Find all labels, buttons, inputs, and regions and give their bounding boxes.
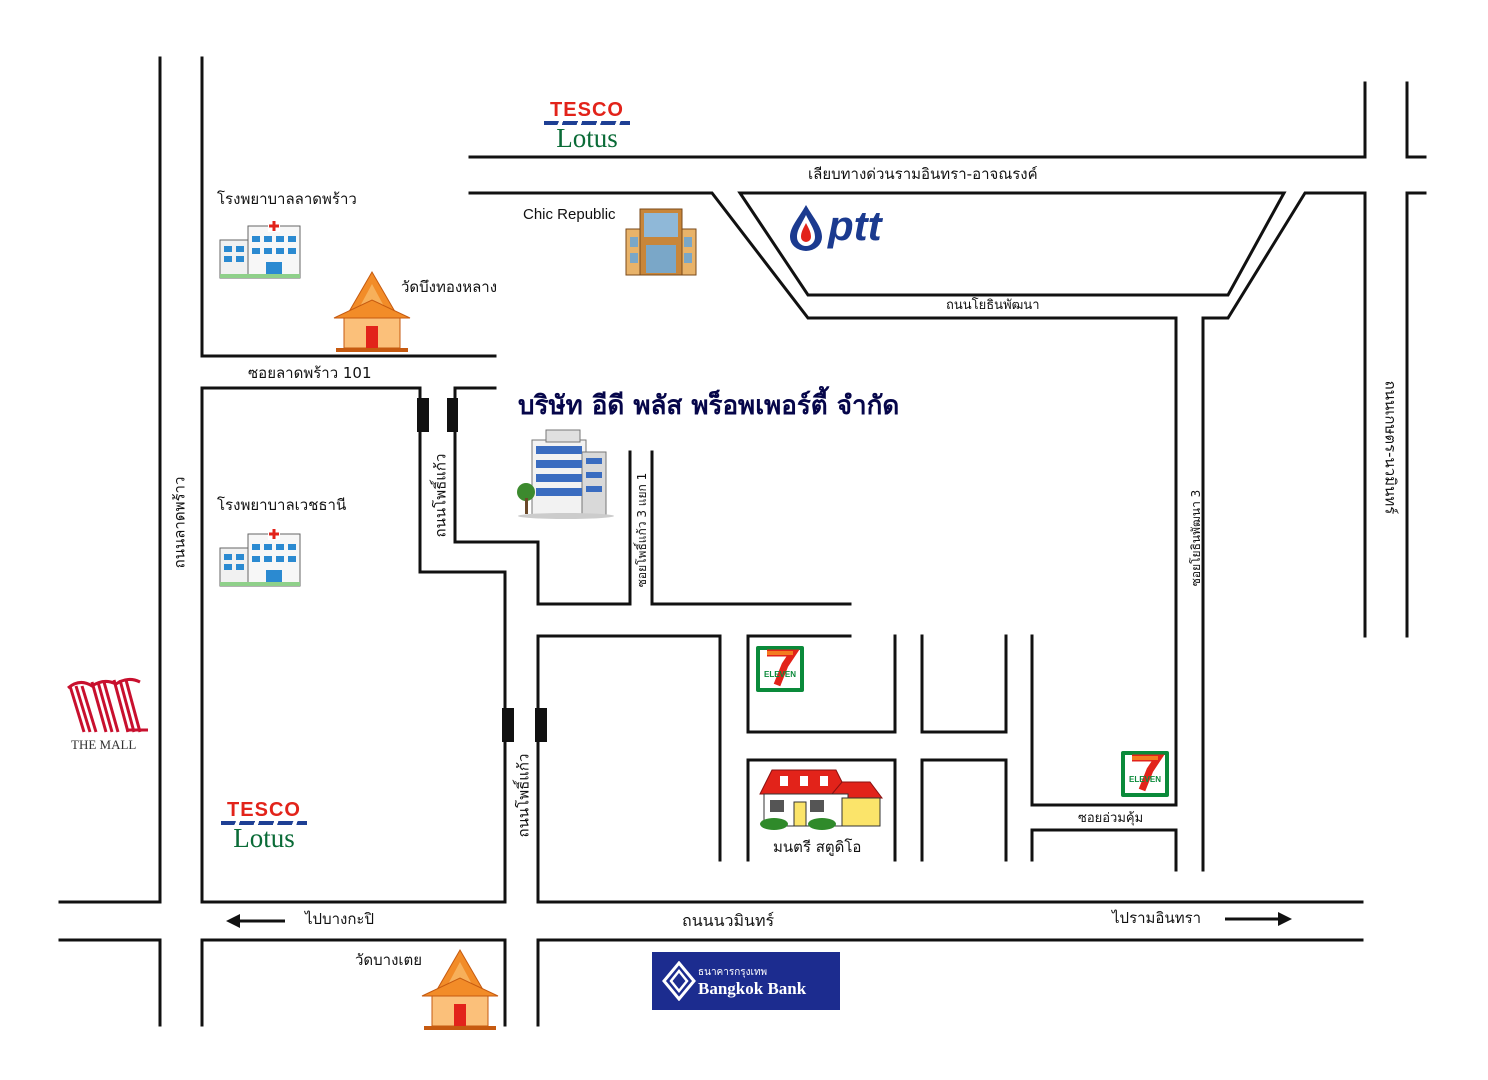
tesco-stripe xyxy=(221,821,307,825)
nawamin-road-label: ถนนนวมินทร์ xyxy=(682,911,775,930)
ptt-text: ptt xyxy=(828,202,882,249)
tesco-text: TESCO xyxy=(550,99,624,121)
phaiphraekaeo-road-label-bottom: ถนนโพธิ์แก้ว xyxy=(514,753,533,838)
the-mall-logo: THE MALL xyxy=(66,676,150,752)
wat-bang-toei-temple-icon xyxy=(420,948,500,1032)
to-bangkapi-label: ไปบางกะปิ xyxy=(305,910,374,928)
to-ramintra-label: ไปรามอินทรา xyxy=(1112,909,1202,927)
lower-blocks xyxy=(536,634,1178,904)
tesco-lotus-logo-top: TESCO Lotus xyxy=(544,99,630,153)
tesco-text: TESCO xyxy=(227,799,301,821)
ptt-drop-icon xyxy=(790,205,822,251)
vejthani-hospital-icon xyxy=(218,528,302,588)
tesco-lotus-logo-bottom: TESCO Lotus xyxy=(221,799,307,853)
bangkok-bank-emblem-icon xyxy=(662,961,696,1001)
arrow-to-bangkapi xyxy=(226,914,285,928)
nawamin-road xyxy=(58,900,1364,942)
bangkok-bank-logo: ธนาคารกรุงเทพ Bangkok Bank xyxy=(652,952,840,1010)
phaiphraekaeo-road-label-top: ถนนโพธิ์แก้ว xyxy=(431,453,450,538)
vejthani-hospital-label: โรงพยาบาลเวชธานี xyxy=(217,496,347,514)
lotus-text: Lotus xyxy=(233,823,295,853)
wat-bueng-thonglang-label: วัดบึงทองหลาง xyxy=(401,278,498,296)
office-building-icon xyxy=(516,428,616,520)
monthri-studio-label: มนตรี สตูดิโอ xyxy=(773,838,862,856)
the-mall-icon xyxy=(67,677,148,733)
ladprao-road-label: ถนนลาดพร้าว xyxy=(170,476,189,569)
kaset-nawamin-road-label: ถนนเกษตร-นวมินทร์ xyxy=(1381,380,1400,515)
chic-republic-label: Chic Republic xyxy=(523,206,616,223)
chic-republic-building-icon xyxy=(624,205,698,277)
seven-eleven-logo-1: ELEVEN xyxy=(755,645,805,693)
yothin-phatthana-road-label: ถนนโยธินพัฒนา xyxy=(946,298,1040,313)
lotus-text: Lotus xyxy=(556,123,618,153)
soi-ladprao-101 xyxy=(200,354,852,1027)
bangkok-bank-english-text: Bangkok Bank xyxy=(698,979,807,998)
monthri-studio-house-icon xyxy=(758,768,884,830)
soi-phokaeo-3-yaek-1-label: ซอยโพธิ์แก้ว 3 แยก 1 xyxy=(635,472,649,588)
tesco-stripe xyxy=(544,121,630,125)
company-title: บริษัท อีดี พลัส พร็อพเพอร์ตี้ จำกัด xyxy=(518,391,900,421)
ptt-logo: ptt xyxy=(786,203,906,255)
seven-eleven-text: ELEVEN xyxy=(1129,775,1161,784)
ladprao-hospital-label: โรงพยาบาลลาดพร้าว xyxy=(217,190,357,208)
wat-bueng-thonglang-temple-icon xyxy=(332,270,412,354)
soi-ladprao-101-label: ซอยลาดพร้าว 101 xyxy=(248,364,372,382)
soi-uamkhum-label: ซอยอ่วมคุ้ม xyxy=(1078,811,1144,826)
expressway-label: เลียบทางด่วนรามอินทรา-อาจณรงค์ xyxy=(808,165,1038,183)
the-mall-text: THE MALL xyxy=(71,737,137,752)
expressway-roads xyxy=(468,81,1427,872)
ladprao-road xyxy=(158,56,204,1027)
soi-yothin-phatthana-3-label: ซอยโยธินพัฒนา 3 xyxy=(1189,489,1203,587)
bridge-marks xyxy=(417,398,547,742)
bangkok-bank-thai-text: ธนาคารกรุงเทพ xyxy=(698,967,768,978)
wat-bang-toei-label: วัดบางเตย xyxy=(355,951,423,969)
seven-eleven-logo-2: ELEVEN xyxy=(1120,750,1170,798)
ladprao-hospital-icon xyxy=(218,220,302,280)
seven-eleven-text: ELEVEN xyxy=(764,670,796,679)
arrow-to-ramintra xyxy=(1225,912,1292,926)
